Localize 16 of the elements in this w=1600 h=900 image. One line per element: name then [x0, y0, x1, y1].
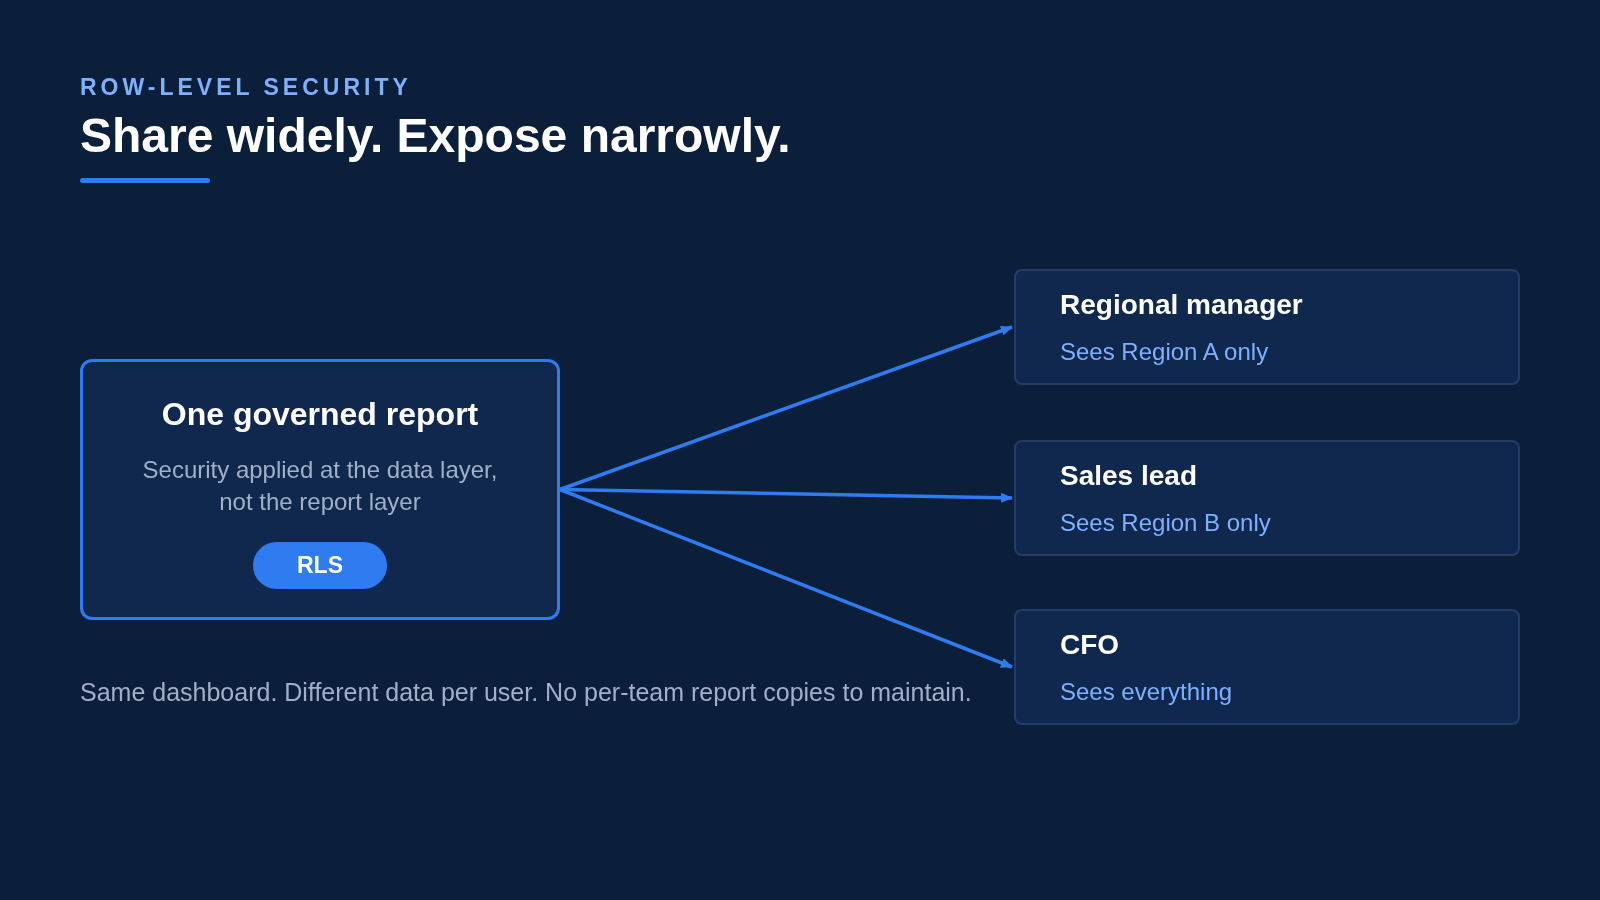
tag-pill: RLS [253, 542, 387, 589]
section-kicker: ROW-LEVEL SECURITY [80, 73, 412, 102]
role-title: CFO [1060, 628, 1121, 662]
report-card [80, 359, 560, 620]
footnote: Same dashboard. Different data per user. No per-team report copies to maintain. [80, 677, 972, 708]
role-card [1014, 440, 1520, 556]
role-access: Sees everything [1060, 677, 1234, 707]
role-title: Regional manager [1060, 288, 1304, 322]
role-access: Sees Region A only [1060, 337, 1270, 367]
slide-title: Share widely. Expose narrowly. [80, 108, 791, 164]
role-title: Sales lead [1060, 459, 1198, 493]
role-access: Sees Region B only [1060, 508, 1272, 538]
role-card [1014, 609, 1520, 725]
role-card [1014, 269, 1520, 385]
card-heading: One governed report [161, 395, 479, 435]
card-description: Security applied at the data layer, not the report layer [141, 455, 499, 518]
